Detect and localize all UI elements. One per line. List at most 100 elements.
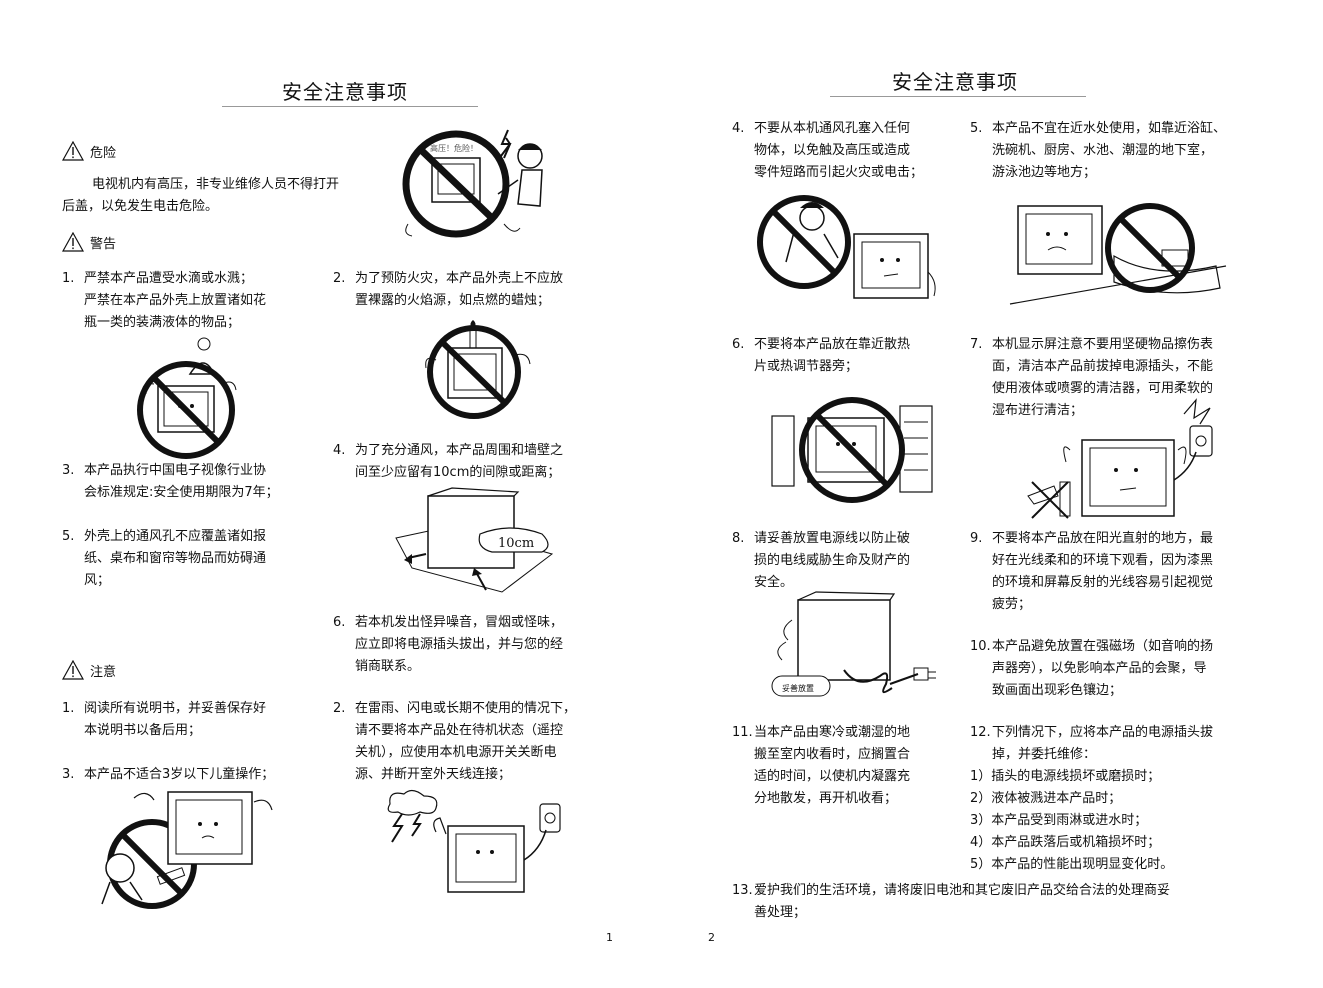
item-line: 当本产品由寒冷或潮湿的地 <box>754 725 911 740</box>
sub-item: 4）本产品跌落后或机箱损坏时； <box>970 835 1161 850</box>
item-number: 4. <box>333 443 346 458</box>
storm-unplug-illustration <box>387 789 561 893</box>
caution-item-1: 1. 阅读所有说明书，并妥善保存好 本说明书以备后用； <box>62 698 322 746</box>
item-number: 2. <box>333 271 346 286</box>
sub-item: 2）液体被溅进本产品时； <box>970 791 1122 806</box>
item-line: 片或热调节器旁； <box>754 359 859 374</box>
right-item-5: 5. 本产品不宜在近水处使用，如靠近浴缸、 洗碗机、厨房、水池、潮湿的地下室， … <box>970 118 1270 188</box>
item-line: 的环境和屏幕反射的光线容易引起视觉 <box>992 575 1214 590</box>
item-line: 销商联系。 <box>355 659 421 674</box>
item-line: 严禁本产品遭受水滴或水溅； <box>84 271 254 286</box>
no-water-vase-illustration <box>137 337 237 459</box>
item-line: 损的电线威胁生命及财产的 <box>754 553 911 568</box>
item-number: 4. <box>732 121 745 136</box>
item-line: 分地散发，再开机收看； <box>754 791 898 806</box>
right-item-13: 13. 爱护我们的生活环境，请将废旧电池和其它废旧产品交给合法的处理商妥 善处理… <box>732 880 1272 928</box>
power-cord-illustration <box>771 591 936 697</box>
cord-caption: 妥善放置 <box>782 684 814 693</box>
item-line: 面，清洁本产品前拔掉电源插头，不能 <box>992 359 1214 374</box>
item-line: 会标准规定:安全使用期限为7年； <box>84 485 279 500</box>
item-line: 物体，以免触及高压或造成 <box>754 143 911 158</box>
warning-heading-row: 警告 <box>62 232 116 252</box>
danger-text-line-1: 电视机内有高压，非专业维修人员不得打开 <box>92 177 340 192</box>
item-line: 在雷雨、闪电或长期不使用的情况下， <box>355 701 577 716</box>
item-number: 12. <box>970 725 991 740</box>
no-candle-illustration <box>425 320 531 419</box>
right-title-rule <box>830 96 1086 97</box>
sub-item: 5）本产品的性能出现明显变化时。 <box>970 857 1174 872</box>
item-line: 为了充分通风，本产品周围和墙壁之 <box>355 443 564 458</box>
item-number: 2. <box>333 701 346 716</box>
item-line: 本产品执行中国电子视像行业协 <box>84 463 267 478</box>
item-line: 源、并断开室外天线连接； <box>355 767 512 782</box>
item-number: 5. <box>62 529 75 544</box>
item-line: 爱护我们的生活环境，请将废旧电池和其它废旧产品交给合法的处理商妥 <box>754 883 1171 898</box>
danger-heading: 危险 <box>90 145 117 161</box>
no-water-nearby-illustration <box>1009 203 1227 305</box>
item-number: 1. <box>62 271 75 286</box>
item-line: 好在光线柔和的环境下观看，因为漆黑 <box>992 553 1214 568</box>
warning-triangle-icon <box>62 141 84 161</box>
page-number-left: 1 <box>606 931 613 944</box>
ventilation-gap-illustration <box>395 487 554 593</box>
item-line: 下列情况下，应将本产品的电源插头拔 <box>992 725 1214 740</box>
no-child-illustration <box>101 791 273 909</box>
warning-triangle-icon <box>62 232 84 252</box>
no-heater-illustration <box>771 397 933 503</box>
item-line: 使用液体或喷雾的清洁器，可用柔软的 <box>992 381 1214 396</box>
item-line: 置裸露的火焰源，如点燃的蜡烛； <box>355 293 551 308</box>
item-line: 致画面出现彩色镶边； <box>992 683 1123 698</box>
item-number: 3. <box>62 463 75 478</box>
item-line: 本产品不宜在近水处使用，如靠近浴缸、 <box>992 121 1227 136</box>
item-line: 安全。 <box>754 575 794 590</box>
right-item-8: 8. 请妥善放置电源线以防止破 损的电线威胁生命及财产的 安全。 <box>732 528 952 598</box>
caution-heading-row: 注意 <box>62 660 116 680</box>
item-number: 7. <box>970 337 983 352</box>
item-line: 善处理； <box>754 905 807 920</box>
item-line: 间至少应留有10cm的间隙或距离； <box>355 465 561 480</box>
item-line: 严禁在本产品外壳上放置诸如花 <box>84 293 267 308</box>
item-number: 13. <box>732 883 753 898</box>
item-line: 本机显示屏注意不要用坚硬物品擦伤表 <box>992 337 1214 352</box>
right-item-9: 9. 不要将本产品放在阳光直射的地方，最 好在光线柔和的环境下观看，因为漆黑 的… <box>970 528 1270 620</box>
item-line: 本产品避免放置在强磁场（如音响的扬 <box>992 639 1214 654</box>
warning-item-4: 4. 为了充分通风，本产品周围和墙壁之 间至少应留有10cm的间隙或距离； <box>333 440 613 488</box>
item-line: 为了预防火灾，本产品外壳上不应放 <box>355 271 564 286</box>
item-line: 纸、桌布和窗帘等物品而妨碍通 <box>84 551 267 566</box>
left-title-rule <box>222 106 478 107</box>
item-line: 关机），应使用本机电源开关关断电 <box>355 745 557 760</box>
warning-item-3: 3. 本产品执行中国电子视像行业协 会标准规定:安全使用期限为7年； <box>62 460 322 508</box>
item-line: 请妥善放置电源线以防止破 <box>754 531 911 546</box>
caution-item-3: 3. 本产品不适合3岁以下儿童操作； <box>62 764 322 790</box>
no-objects-in-vent-illustration <box>757 195 936 299</box>
warning-item-1: 1. 严禁本产品遭受水滴或水溅； 严禁在本产品外壳上放置诸如花 瓶一类的装满液体… <box>62 268 322 338</box>
item-line: 零件短路而引起火灾或电击； <box>754 165 924 180</box>
sub-item: 3）本产品受到雨淋或进水时； <box>970 813 1148 828</box>
item-line: 搬至室内收看时，应搁置合 <box>754 747 911 762</box>
item-line: 适的时间，以使机内凝露充 <box>754 769 911 784</box>
warning-item-6: 6. 若本机发出怪异噪音，冒烟或怪味， 应立即将电源插头拔出，并与您的经 销商联… <box>333 612 613 682</box>
item-line: 游泳池边等地方； <box>992 165 1097 180</box>
warning-triangle-icon <box>62 660 84 680</box>
item-line: 掉，并委托维修： <box>992 747 1097 762</box>
item-number: 6. <box>732 337 745 352</box>
item-line: 应立即将电源插头拔出，并与您的经 <box>355 637 564 652</box>
cleaning-unplug-illustration <box>1027 398 1213 519</box>
item-number: 11. <box>732 725 753 740</box>
warning-item-5: 5. 外壳上的通风孔不应覆盖诸如报 纸、桌布和窗帘等物品而妨碍通 风； <box>62 526 322 596</box>
item-line: 本说明书以备后用； <box>84 723 202 738</box>
item-number: 3. <box>62 767 75 782</box>
sub-item: 1）插头的电源线损坏或磨损时； <box>970 769 1161 784</box>
item-number: 5. <box>970 121 983 136</box>
item-number: 6. <box>333 615 346 630</box>
item-line: 本产品不适合3岁以下儿童操作； <box>84 767 275 782</box>
item-number: 9. <box>970 531 983 546</box>
high-voltage-label: 高压！危险！ <box>430 144 478 153</box>
item-number: 1. <box>62 701 75 716</box>
high-voltage-illustration <box>402 129 543 238</box>
item-line: 阅读所有说明书，并妥善保存好 <box>84 701 267 716</box>
item-number: 10. <box>970 639 991 654</box>
danger-heading-row: 危险 <box>62 141 116 161</box>
item-line: 不要从本机通风孔塞入任何 <box>754 121 911 136</box>
item-number: 8. <box>732 531 745 546</box>
